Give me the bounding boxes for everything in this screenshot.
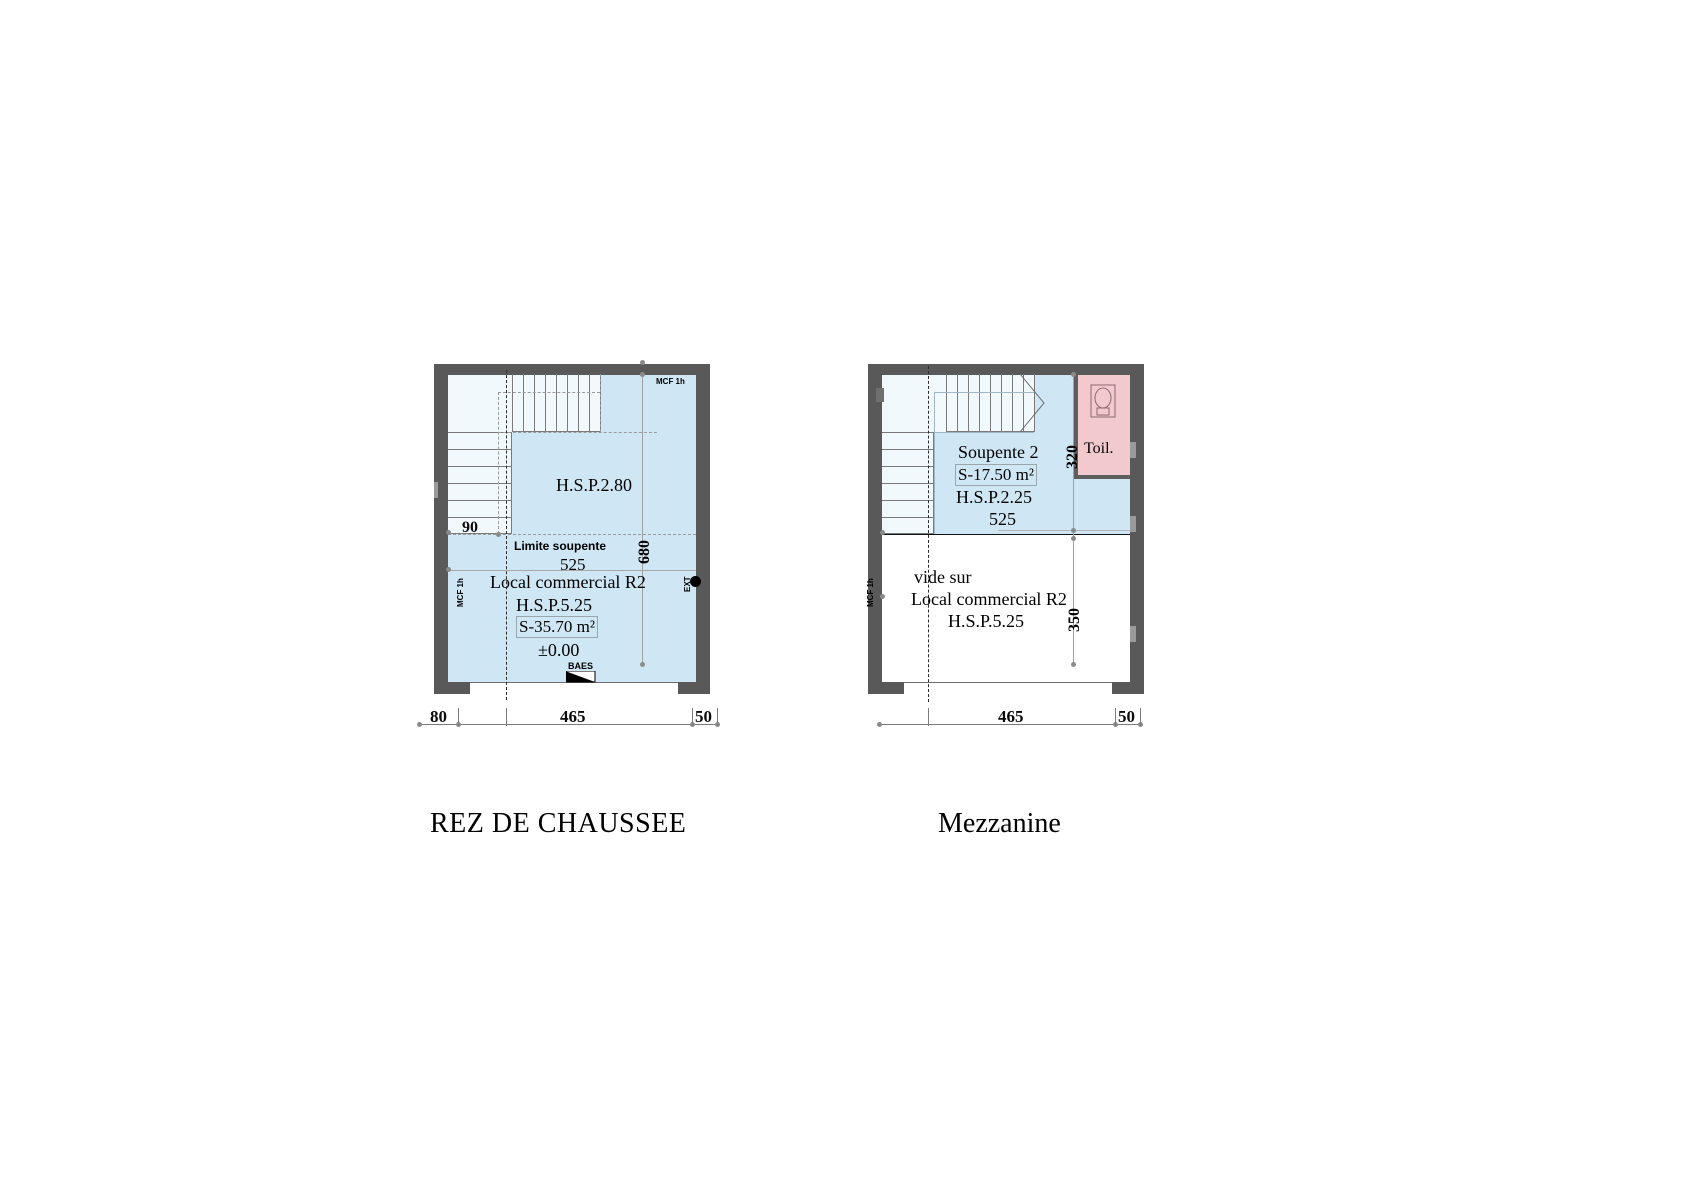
rdc-mcf-top-right: MCF 1h (656, 377, 685, 386)
rdc-room-level: ±0.00 (538, 640, 580, 660)
mez-toilet-label: Toil. (1084, 440, 1114, 457)
rdc-stair-dash-h2 (498, 432, 657, 433)
mez-plan-title: Mezzanine (938, 808, 1061, 839)
mez-toilet-wall-bottom (1074, 475, 1130, 479)
mez-stair-left-flight (882, 432, 934, 534)
mez-left-opening (876, 388, 884, 402)
mez-stair-edge-h2 (934, 432, 1034, 433)
mez-axis-left (928, 366, 929, 702)
rdc-dim-90: 90 (462, 519, 478, 536)
mez-toilet-fill (1077, 375, 1130, 479)
rdc-baes-label: BAES (568, 661, 594, 671)
rdc-stair-upper (512, 374, 601, 432)
mez-dim-465: 465 (998, 707, 1024, 726)
rdc-dim-80: 80 (430, 707, 447, 726)
rdc-plan-title: REZ DE CHAUSSEE (430, 808, 687, 839)
rdc-dim-680: 680 (636, 540, 653, 564)
mez-toilet-wall-left (1074, 375, 1078, 479)
mez-stair-left-pale (882, 374, 934, 534)
mez-mcf-left: MCF 1h (866, 578, 875, 607)
mez-void-line3: H.S.P.5.25 (948, 611, 1025, 631)
mez-right-opening-3 (1130, 626, 1136, 642)
mez-wall-top (868, 364, 1144, 375)
rdc-hsp-upper: H.S.P.2.80 (556, 475, 633, 495)
plan-mezzanine: Toil. (866, 364, 1144, 702)
mez-stair-edge-h (934, 392, 1034, 393)
rdc-wall-right (696, 364, 710, 694)
mez-soupente-limit-line (882, 534, 1130, 535)
rdc-sub-line (448, 570, 696, 571)
mez-dim-320: 320 (1064, 445, 1081, 469)
mez-soupente-area: S-17.50 m² (955, 464, 1037, 486)
rdc-stair-zone (448, 374, 600, 432)
wc-fixture-icon (1090, 384, 1116, 418)
rdc-limite-dim: 525 (560, 555, 586, 574)
rdc-room-area: S-35.70 m² (516, 616, 598, 638)
rdc-limite-soupente-label: Limite soupente (514, 539, 607, 553)
rdc-wall-left (434, 364, 448, 694)
mez-dim-50: 50 (1118, 707, 1135, 726)
mez-void-line2: Local commercial R2 (911, 589, 1067, 609)
rdc-wall-bottom-left-stub (434, 682, 470, 694)
rdc-room-ceiling: H.S.P.5.25 (516, 595, 593, 615)
mez-stair-upper (946, 374, 1035, 432)
rdc-stair-dash-v (498, 392, 499, 534)
rdc-wall-top (434, 364, 710, 375)
mez-stair-edge-v (934, 392, 935, 534)
mez-void-line1: vide sur (914, 567, 972, 587)
mez-wall-bottom-left-stub (868, 682, 904, 694)
rdc-dim-465: 465 (560, 707, 586, 726)
rdc-dimension-chain: 80 465 50 (410, 700, 740, 740)
rdc-exit-door-marker (690, 576, 701, 587)
mez-dimension-chain: 465 50 (870, 700, 1170, 740)
plan-rez-de-chaussee: H.S.P.2.80 Limite soupente 525 Local com… (434, 360, 710, 700)
rdc-axis-right (642, 374, 643, 664)
rdc-left-opening (434, 482, 438, 498)
mez-wall-bottom-right-stub (1112, 682, 1144, 694)
rdc-limite-soupente-line (448, 534, 696, 535)
rdc-room-name: Local commercial R2 (490, 572, 646, 592)
stair-direction-arrow-icon (1020, 374, 1045, 432)
mez-bottom-edge (904, 682, 1112, 683)
mez-soupente-secondary-line (998, 530, 1130, 531)
mez-axis-right (1073, 374, 1074, 664)
rdc-dim-50: 50 (695, 707, 712, 726)
mez-soupente-name: Soupente 2 (958, 442, 1039, 462)
mez-void-fill (882, 534, 1130, 682)
mez-dim-350: 350 (1066, 608, 1083, 632)
rdc-axis-left (506, 370, 507, 700)
mez-right-opening-1 (1130, 442, 1136, 458)
rdc-stair-dash-v2 (600, 374, 601, 432)
mez-wall-left (868, 364, 882, 694)
mez-right-opening-2 (1130, 516, 1136, 532)
mez-soupente-ceiling: H.S.P.2.25 (956, 487, 1033, 507)
rdc-stair-left-flight (448, 432, 512, 534)
mez-soupente-dim: 525 (989, 509, 1016, 529)
baes-icon (566, 671, 596, 683)
rdc-stair-dash-h (498, 392, 600, 393)
rdc-wall-bottom-right-stub (678, 682, 710, 694)
rdc-mcf-left: MCF 1h (456, 578, 465, 607)
